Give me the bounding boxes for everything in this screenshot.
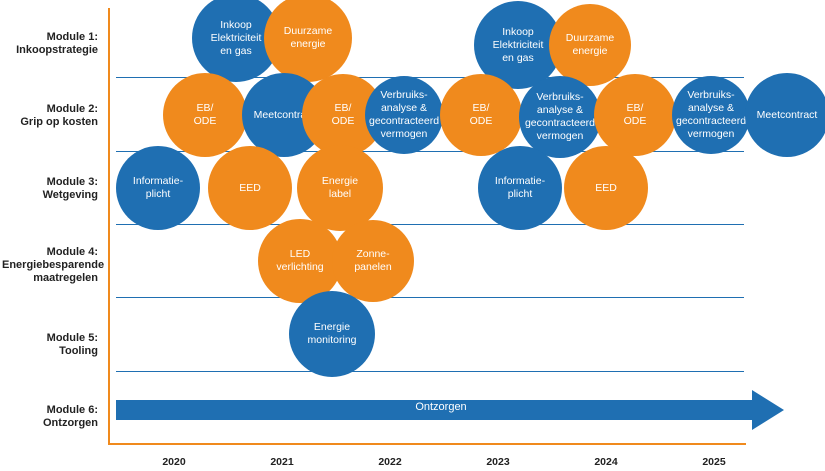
bubble-duurzame-energie: Duurzame energie [549,4,631,86]
year-label: 2020 [162,456,186,468]
module-2-label: Module 2: Grip op kosten [2,103,98,129]
bubble-text: Verbruiks- analyse & gecontracteerd verm… [675,89,747,140]
row-divider [116,151,744,152]
bubble-text: EB/ ODE [193,102,217,127]
bubble-text: EB/ ODE [623,102,647,127]
bubble-text: EB/ ODE [469,102,493,127]
year-label: 2024 [594,456,618,468]
bubble-text: Meetcontract [253,108,315,121]
bubble-text: Verbruiks- analyse & gecontracteerd verm… [368,89,440,140]
row-divider [116,77,744,78]
module-3-number: Module 3: [46,176,98,188]
bubble-text: Informatie- plicht [494,175,546,200]
row-divider [116,224,744,225]
bubble-eed: EED [208,146,292,230]
year-label: 2025 [702,456,726,468]
arrow-label: Ontzorgen [415,401,467,413]
bubble-verbruiks-analyse-gecontracteerd-vermogen: Verbruiks- analyse & gecontracteerd verm… [519,76,601,158]
bubble-text: Duurzame energie [565,32,615,57]
row-divider [116,371,744,372]
bubble-zonne-panelen: Zonne- panelen [332,220,414,302]
module-1-label: Module 1: Inkoopstrategie [2,31,98,57]
module-4-title: Energiebesparende [2,259,105,271]
bubble-text: Informatie- plicht [132,175,184,200]
bubble-text: EED [595,181,617,194]
module-2-number: Module 2: [46,103,98,115]
bubble-eb-ode: EB/ ODE [594,74,676,156]
bubble-text: Duurzame energie [283,25,333,50]
module-6-label: Module 6: Ontzorgen [2,404,98,430]
module-3-label: Module 3: Wetgeving [2,176,98,202]
bubble-text: Zonne- panelen [354,248,392,273]
bubble-energie-monitoring: Energie monitoring [289,291,375,377]
module-1-number: Module 1: [46,31,98,43]
year-label: 2022 [378,456,402,468]
module-4-number: Module 4: [46,246,98,258]
bubble-informatie-plicht: Informatie- plicht [478,146,562,230]
ontzorgen-arrow [116,390,784,430]
module-4-title-cont: maatregelen [33,272,98,284]
module-6-number: Module 6: [46,404,98,416]
year-label: 2023 [486,456,510,468]
row-divider [116,297,744,298]
bubble-verbruiks-analyse-gecontracteerd-vermogen: Verbruiks- analyse & gecontracteerd verm… [672,76,750,154]
module-5-label: Module 5: Tooling [2,332,98,358]
bubble-eb-ode: EB/ ODE [440,74,522,156]
bubble-text: Meetcontract [756,108,818,121]
bubble-text: Energie monitoring [307,321,357,346]
bubble-text: Energie label [321,175,359,200]
bubble-duurzame-energie: Duurzame energie [264,0,352,82]
module-5-title: Tooling [59,345,98,357]
bubble-energie-label: Energie label [297,145,383,231]
bubble-meetcontract: Meetcontract [745,73,825,157]
bubble-eb-ode: EB/ ODE [163,73,247,157]
bubble-informatie-plicht: Informatie- plicht [116,146,200,230]
bubble-text: Verbruiks- analyse & gecontracteerd verm… [524,91,596,142]
bubble-text: Inkoop Elektriciteit en gas [210,18,262,57]
module-1-title: Inkoopstrategie [16,44,98,56]
module-2-title: Grip op kosten [20,116,98,128]
year-label: 2021 [270,456,294,468]
bubble-text: Inkoop Elektriciteit en gas [492,25,544,64]
module-3-title: Wetgeving [42,189,98,201]
bubble-text: EB/ ODE [331,102,355,127]
horizontal-axis [108,443,746,445]
vertical-axis [108,8,110,444]
module-5-number: Module 5: [46,332,98,344]
bubble-text: LED verlichting [276,248,324,273]
bubble-verbruiks-analyse-gecontracteerd-vermogen: Verbruiks- analyse & gecontracteerd verm… [365,76,443,154]
bubble-led-verlichting: LED verlichting [258,219,342,303]
module-6-title: Ontzorgen [43,417,98,429]
bubble-text: EED [239,181,261,194]
module-4-label: Module 4: Energiebesparende maatregelen [2,246,105,285]
bubble-eed: EED [564,146,648,230]
